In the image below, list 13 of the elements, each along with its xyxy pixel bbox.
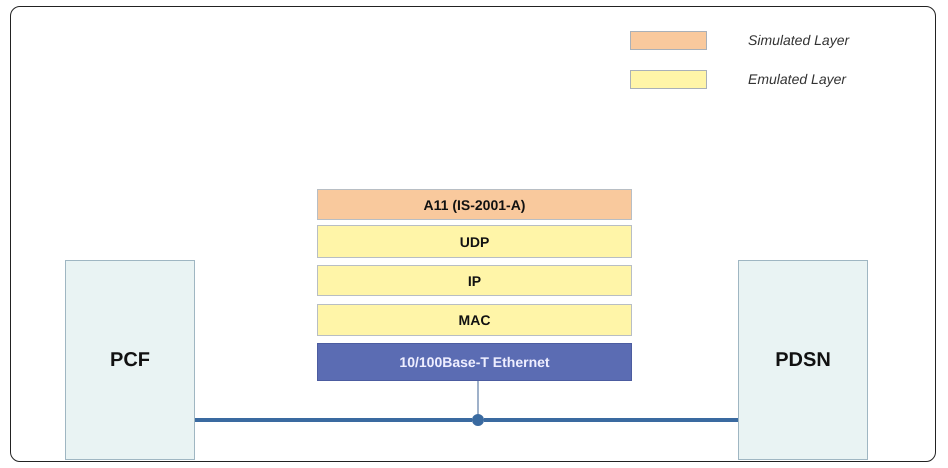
protocol-layer-box: A11 (IS-2001-A) [317,189,632,220]
junction-dot [472,414,484,426]
connector-line [477,381,479,414]
network-line [195,418,472,422]
protocol-layer-box: IP [317,265,632,296]
device-box: PDSN [738,260,868,460]
legend-label: Simulated Layer [748,32,850,48]
network-line [484,418,738,422]
device-box: PCF [65,260,195,460]
legend-label: Emulated Layer [748,71,846,87]
protocol-layer-box: UDP [317,225,632,258]
physical-layer-box: 10/100Base-T Ethernet [317,343,632,381]
protocol-layer-box: MAC [317,304,632,336]
